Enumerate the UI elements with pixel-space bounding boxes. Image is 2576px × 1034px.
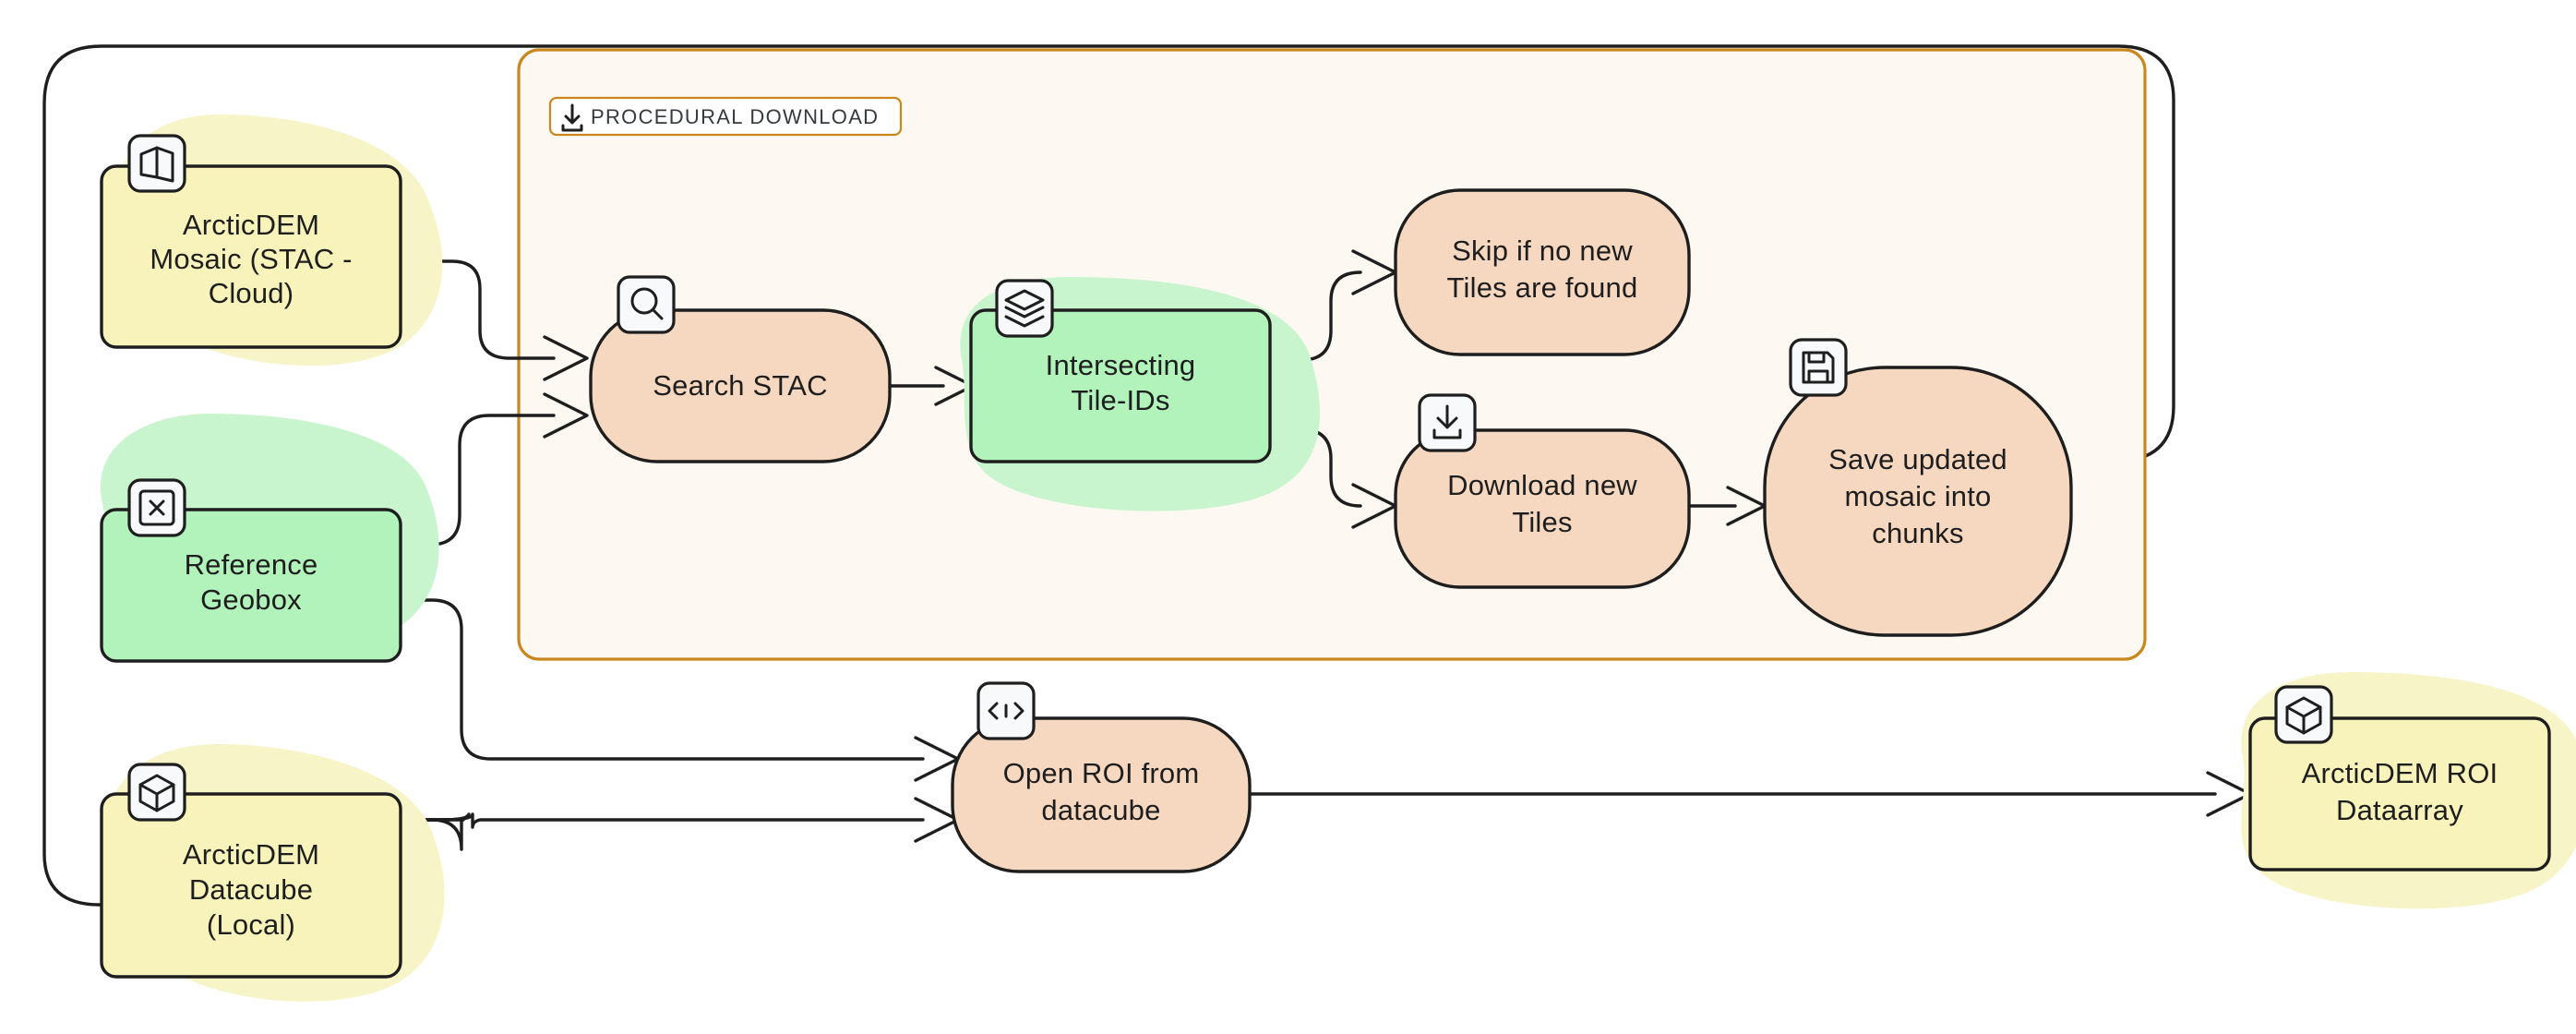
search-icon: [617, 275, 676, 334]
node-label-line: chunks: [1872, 517, 1963, 549]
node-intersecting-tile-ids[interactable]: Intersecting Tile-IDs: [960, 277, 1321, 511]
node-download-new-tiles[interactable]: Download new Tiles: [1394, 393, 1691, 589]
node-reference-geobox[interactable]: Reference Geobox: [100, 414, 439, 663]
node-label-line: Geobox: [200, 583, 302, 616]
code-icon: [976, 681, 1036, 740]
node-arcticdem-datacube-local[interactable]: ArcticDEM Datacube (Local): [100, 744, 445, 1002]
node-search-stac[interactable]: Search STAC: [589, 275, 892, 463]
edge-datacube-to-open-roi: [399, 797, 960, 851]
node-label-line: Search STAC: [653, 369, 827, 402]
node-label-line: mosaic into: [1845, 480, 1992, 512]
download-icon: [561, 103, 583, 132]
node-label-line: Tiles: [1512, 506, 1572, 538]
edge-open-roi-to-dataarray: [1248, 771, 2252, 817]
node-label-line: Tiles are found: [1447, 271, 1638, 304]
cube-icon: [2274, 685, 2333, 744]
node-label-line: ArcticDEM ROI: [2302, 757, 2498, 789]
node-label-line: datacube: [1041, 794, 1160, 826]
node-save-updated-mosaic-into-chunks[interactable]: Save updated mosaic into chunks: [1763, 338, 2073, 637]
node-label-line: Tile-IDs: [1071, 384, 1169, 416]
bounding-box-icon: [127, 478, 186, 537]
save-icon: [1789, 338, 1848, 397]
node-arcticdem-mosaic-stac-cloud[interactable]: ArcticDEM Mosaic (STAC - Cloud): [100, 114, 443, 367]
node-label-line: Mosaic (STAC -: [150, 243, 352, 275]
edge-mosaic-to-search-stac: [399, 259, 589, 381]
node-label-line: Save updated: [1828, 443, 2007, 475]
node-label-line: Dataarray: [2336, 794, 2463, 826]
map-icon: [127, 134, 186, 193]
node-label-line: Reference: [185, 548, 318, 581]
cube-icon: [127, 763, 186, 822]
node-label-line: Download new: [1447, 469, 1637, 501]
edge-geobox-to-search-stac: [399, 392, 589, 547]
node-label-line: ArcticDEM: [183, 209, 319, 241]
node-skip-if-no-new-tiles[interactable]: Skip if no new Tiles are found: [1394, 188, 1691, 356]
node-open-roi-from-datacube[interactable]: Open ROI from datacube: [951, 681, 1252, 873]
node-label-line: ArcticDEM: [183, 838, 319, 871]
node-label-line: Skip if no new: [1452, 234, 1633, 267]
frame-badge-procedural-download[interactable]: PROCEDURAL DOWNLOAD: [548, 96, 903, 137]
node-label-line: (Local): [207, 908, 295, 941]
frame-badge-label: PROCEDURAL DOWNLOAD: [591, 105, 879, 128]
procedural-download-frame: [517, 48, 2147, 661]
layers-icon: [995, 279, 1054, 338]
node-label-line: Intersecting: [1046, 349, 1196, 381]
node-label-line: Datacube: [189, 873, 313, 906]
node-arcticdem-roi-dataarray[interactable]: ArcticDEM ROI Dataarray: [2241, 672, 2576, 909]
download-icon: [1418, 393, 1477, 452]
node-label-line: Cloud): [209, 277, 294, 309]
node-label-line: Open ROI from: [1003, 757, 1200, 789]
